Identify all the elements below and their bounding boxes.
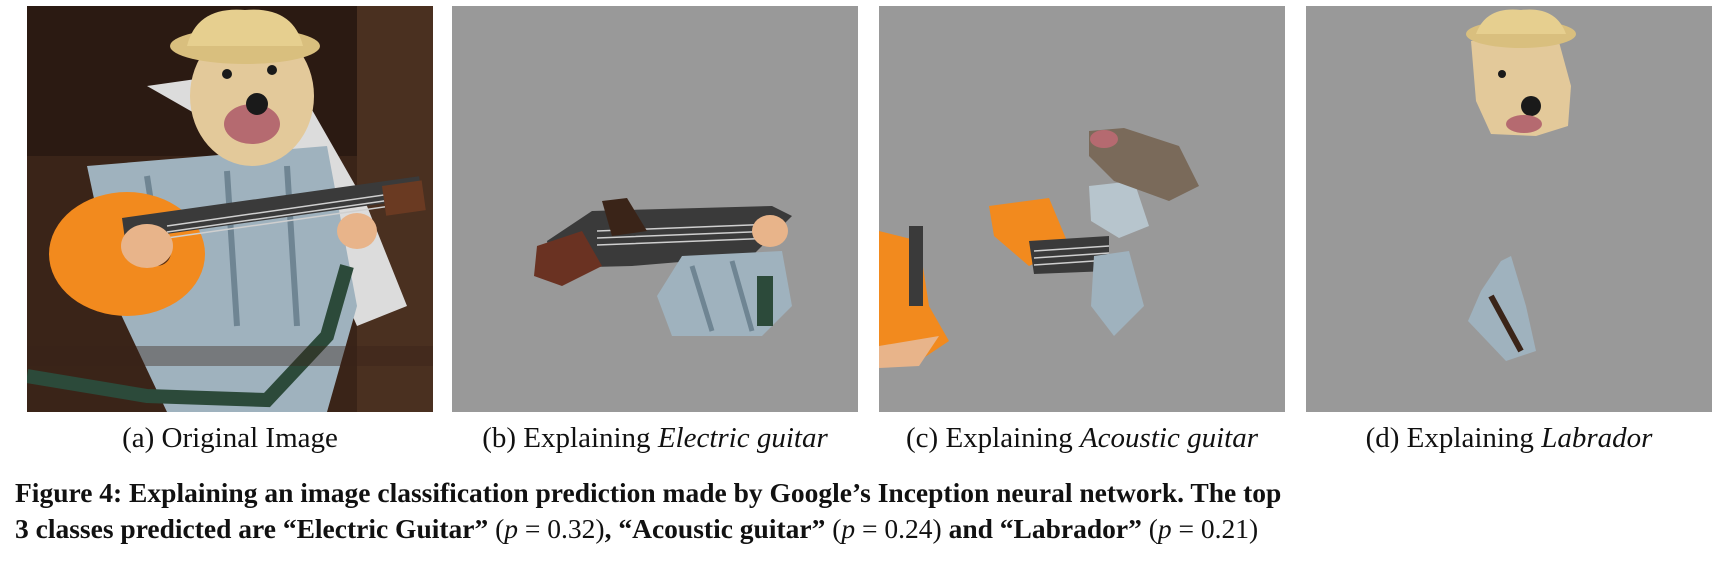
acoustic-guitar-explanation-panel — [879, 6, 1285, 412]
subcaption-d-prefix: (d) Explaining — [1365, 422, 1542, 454]
subcaption-b: (b) Explaining Electric guitar — [448, 418, 862, 458]
caption-p2-var: p — [841, 513, 856, 544]
caption-classes-intro: 3 classes predicted are “Electric Guitar… — [15, 513, 489, 544]
electric-guitar-explanation-panel — [452, 6, 858, 412]
figure-caption-line-2: 3 classes predicted are “Electric Guitar… — [15, 513, 1259, 544]
caption-p3-value: = 0.21) — [1171, 513, 1259, 544]
subcaption-c: (c) Explaining Acoustic guitar — [870, 418, 1294, 458]
subcaption-b-prefix: (b) Explaining — [482, 422, 658, 454]
subcaption-a-text: (a) Original Image — [122, 422, 338, 454]
electric-guitar-explanation — [452, 6, 858, 412]
figure-caption-line-1: Figure 4: Explaining an image classifica… — [15, 477, 1282, 508]
acoustic-guitar-explanation — [879, 6, 1285, 412]
caption-labrador-label: and “Labrador” — [941, 513, 1142, 544]
subcaption-c-prefix: (c) Explaining — [906, 422, 1080, 454]
caption-p1-value: = 0.32) — [518, 513, 605, 544]
caption-acoustic-label: , “Acoustic guitar” — [604, 513, 826, 544]
caption-p3-var: p — [1157, 513, 1172, 544]
original-image-panel — [27, 6, 433, 412]
subcaption-c-class: Acoustic guitar — [1079, 422, 1258, 454]
subcaption-d: (d) Explaining Labrador — [1306, 418, 1712, 458]
caption-p2-value: = 0.24) — [855, 513, 942, 544]
labrador-explanation-panel — [1306, 6, 1712, 412]
labrador-explanation — [1306, 6, 1712, 412]
subcaption-a: (a) Original Image — [27, 418, 433, 458]
caption-p1-var: p — [504, 513, 519, 544]
original-image — [27, 6, 433, 412]
subcaption-b-class: Electric guitar — [657, 422, 828, 454]
subcaption-d-class: Labrador — [1541, 422, 1653, 454]
